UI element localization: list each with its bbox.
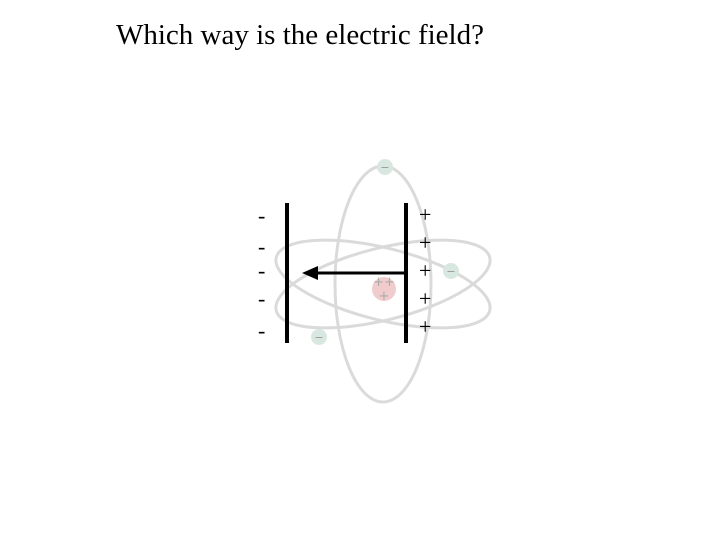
atom-icon: ++ + − − − bbox=[274, 159, 492, 404]
electron-icon: − bbox=[443, 263, 459, 279]
negative-charge: - bbox=[258, 286, 266, 311]
negative-charge: - bbox=[258, 203, 266, 228]
positive-charge: + bbox=[419, 202, 432, 227]
svg-text:+: + bbox=[379, 289, 390, 304]
positive-charge: + bbox=[419, 258, 432, 283]
electron-icon: − bbox=[377, 159, 393, 175]
electron-icon: − bbox=[311, 329, 327, 345]
negative-charge: - bbox=[258, 318, 266, 343]
positive-charge: + bbox=[419, 230, 432, 255]
svg-text:++: ++ bbox=[373, 275, 395, 290]
svg-text:−: − bbox=[446, 265, 455, 278]
positive-charge: + bbox=[419, 314, 432, 339]
negative-charge: - bbox=[258, 258, 266, 283]
nucleus-icon bbox=[372, 277, 396, 301]
page-title: Which way is the electric field? bbox=[116, 19, 484, 51]
svg-text:−: − bbox=[314, 331, 323, 344]
negative-charge: - bbox=[258, 234, 266, 259]
svg-text:−: − bbox=[380, 161, 389, 174]
arrow-left-icon bbox=[302, 266, 404, 280]
positive-charge: + bbox=[419, 286, 432, 311]
